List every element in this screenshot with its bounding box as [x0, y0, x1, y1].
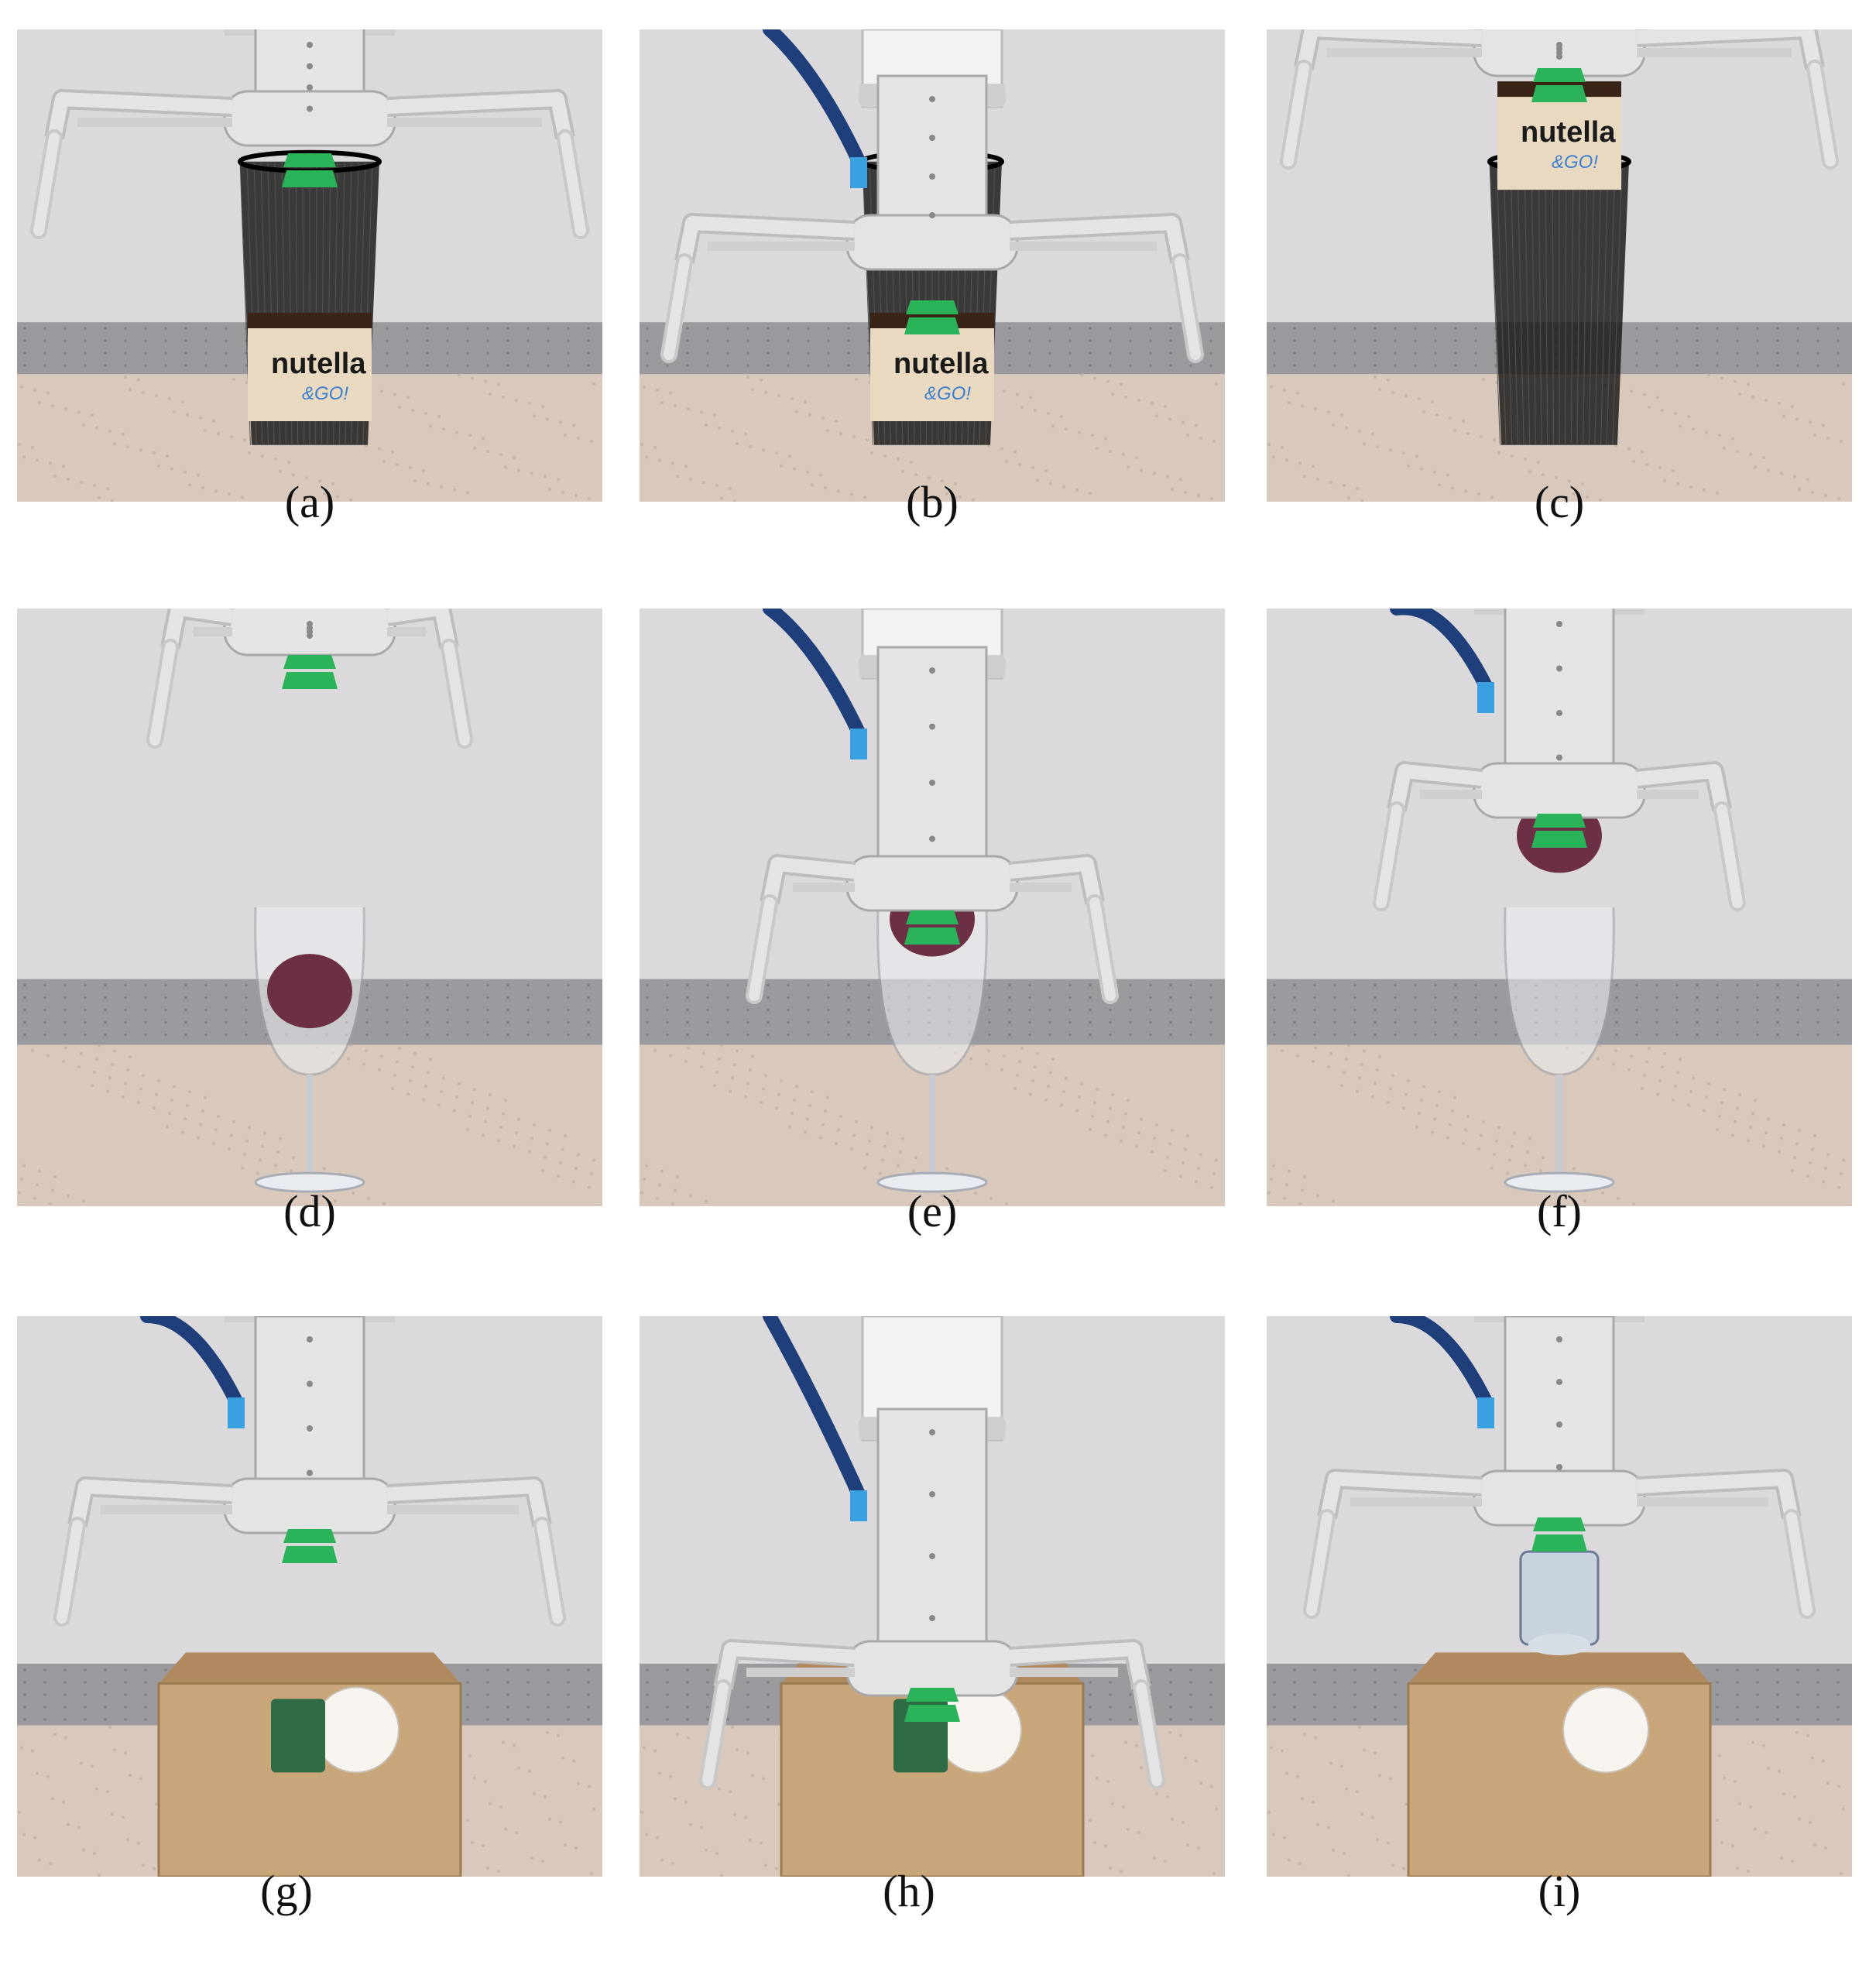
panel-photo: nutella&GO! — [17, 29, 602, 502]
panel-photo — [640, 609, 1225, 1206]
panel-caption: (i) — [1538, 1866, 1581, 1916]
panel-photo — [1267, 1316, 1852, 1877]
svg-text:&GO!: &GO! — [1552, 152, 1598, 173]
robot-gripper-scene: nutella&GO! — [1267, 29, 1852, 502]
panel-photo — [640, 1316, 1225, 1877]
panel-photo: nutella&GO! — [640, 29, 1225, 502]
svg-text:nutella: nutella — [271, 348, 366, 380]
robot-gripper-scene — [640, 1316, 1225, 1877]
svg-text:&GO!: &GO! — [302, 383, 348, 404]
robot-gripper-scene: nutella&GO! — [640, 29, 1225, 502]
panel-caption: (a) — [284, 477, 335, 527]
panel-caption: (g) — [260, 1866, 313, 1916]
svg-text:&GO!: &GO! — [924, 383, 971, 404]
panel-caption: (h) — [883, 1866, 935, 1916]
svg-text:nutella: nutella — [1521, 116, 1616, 149]
panel-caption: (e) — [907, 1186, 958, 1236]
panel-caption: (b) — [906, 477, 959, 527]
panel-caption: (d) — [283, 1186, 336, 1236]
robot-gripper-scene — [640, 609, 1225, 1206]
panel-photo — [1267, 609, 1852, 1206]
svg-text:nutella: nutella — [893, 348, 989, 380]
panel-photo: nutella&GO! — [1267, 29, 1852, 502]
panel-photo — [17, 1316, 602, 1877]
robot-gripper-scene — [17, 609, 602, 1206]
robot-gripper-scene — [17, 1316, 602, 1877]
panel-caption: (c) — [1534, 477, 1585, 527]
robot-gripper-scene — [1267, 609, 1852, 1206]
robot-gripper-scene — [1267, 1316, 1852, 1877]
panel-photo — [17, 609, 602, 1206]
panel-caption: (f) — [1537, 1186, 1582, 1236]
robot-gripper-scene: nutella&GO! — [17, 29, 602, 502]
